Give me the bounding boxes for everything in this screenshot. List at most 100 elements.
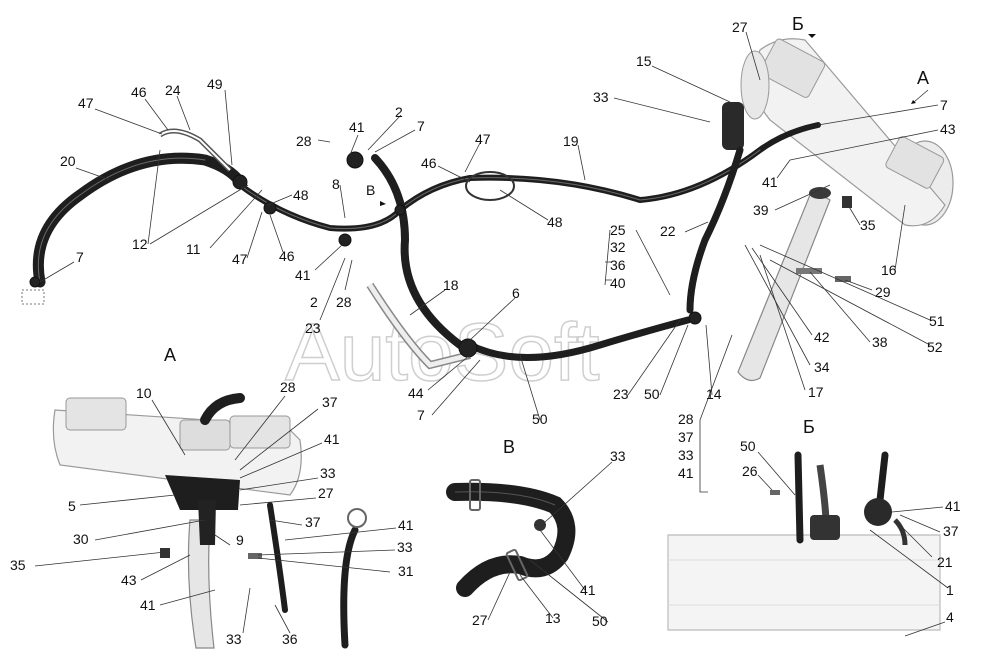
callout-34: 34: [814, 359, 830, 375]
callout-52: 52: [927, 339, 943, 355]
callout-38: 38: [872, 334, 888, 350]
callout-49: 49: [207, 76, 223, 92]
view-label-v-inset: В: [503, 437, 515, 457]
callout-41c: 41: [678, 465, 694, 481]
inset-a-callout-41c: 41: [140, 597, 156, 613]
callout-28b: 28: [336, 294, 352, 310]
inset-a-callout-33a: 33: [320, 465, 336, 481]
callout-28a: 28: [296, 133, 312, 149]
callout-37a: 37: [678, 429, 694, 445]
inset-a-callout-28: 28: [280, 379, 296, 395]
fitting-14: [688, 311, 702, 325]
callout-11: 11: [186, 241, 201, 257]
callout-29: 29: [875, 284, 891, 300]
inset-a-callout-30: 30: [73, 531, 89, 547]
callout-48b: 48: [547, 214, 563, 230]
callout-7c: 7: [417, 407, 425, 423]
inset-v-callout-41: 41: [580, 582, 596, 598]
inset-b-callout-21: 21: [937, 554, 953, 570]
callout-27a: 27: [732, 19, 748, 35]
inset-a-callout-36: 36: [282, 631, 298, 647]
inset-b-callout-37: 37: [943, 523, 959, 539]
view-label-b-main: Б: [792, 14, 804, 34]
callout-40: 40: [610, 275, 626, 291]
callout-17: 17: [808, 384, 824, 400]
callout-48a: 48: [293, 187, 309, 203]
callout-50b: 50: [644, 386, 660, 402]
callout-18: 18: [443, 277, 459, 293]
inset-b-callout-1: 1: [946, 582, 954, 598]
callout-8: 8: [332, 176, 340, 192]
callout-41a: 41: [295, 267, 311, 283]
callout-41b: 41: [349, 119, 365, 135]
callout-47b: 47: [232, 251, 248, 267]
inset-a-callout-41b: 41: [398, 517, 414, 533]
callout-44: 44: [408, 385, 424, 401]
inset-v-callout-13: 13: [545, 610, 561, 626]
inset-v-callout-50: 50: [592, 613, 608, 629]
hose-50: [466, 316, 692, 361]
inset-b-callout-50: 50: [740, 438, 756, 454]
callout-16: 16: [881, 262, 897, 278]
exhaust-pipe: [737, 187, 831, 382]
fitting-44: [458, 338, 478, 358]
view-label-b-inset: Б: [803, 417, 815, 437]
callout-42: 42: [814, 329, 830, 345]
watermark-text: AutoSoft: [285, 307, 600, 398]
callout-43a: 43: [940, 121, 956, 137]
callout-7b: 7: [417, 118, 425, 134]
inset-b: Б 50 26 41 37 21 1 4: [667, 417, 961, 637]
heater-unit: [740, 38, 954, 227]
inset-a-callout-10: 10: [136, 385, 152, 401]
callout-46b: 46: [279, 248, 295, 264]
callout-6: 6: [512, 285, 520, 301]
callout-47a: 47: [78, 95, 94, 111]
main-callouts: 47 46 24 49 20 7 12 11 48 47 46 41 28 41…: [60, 19, 956, 481]
inset-a-callout-5: 5: [68, 498, 76, 514]
callout-7a: 7: [76, 249, 84, 265]
fitting-11: [263, 201, 277, 215]
bolt-29: [835, 276, 851, 282]
inset-a-callout-43: 43: [121, 572, 137, 588]
inset-a-callout-27: 27: [318, 485, 334, 501]
callout-50a: 50: [532, 411, 548, 427]
callout-20: 20: [60, 153, 76, 169]
callout-24: 24: [165, 82, 181, 98]
callout-41d: 41: [762, 174, 778, 190]
callout-14: 14: [706, 386, 722, 402]
view-label-a-inset: А: [164, 345, 176, 365]
callout-12: 12: [132, 236, 148, 252]
pump-body: [722, 102, 744, 150]
clip-48: [465, 171, 515, 201]
hose-20: [32, 152, 246, 288]
fitting-41: [338, 233, 352, 247]
inset-a-callout-9: 9: [236, 532, 244, 548]
callout-46c: 46: [421, 155, 437, 171]
callout-46a: 46: [131, 84, 147, 100]
inset-a-callout-37b: 37: [305, 514, 321, 530]
callout-19: 19: [563, 133, 579, 149]
inset-b-callout-4: 4: [946, 609, 954, 625]
inset-a: А 10 28 37 41 33 27 5 30 9 37 41 33 35 4…: [10, 345, 414, 649]
fitting-7: [29, 276, 41, 288]
callout-39: 39: [753, 202, 769, 218]
inset-a-callout-41a: 41: [324, 431, 340, 447]
view-label-v-main: В: [366, 182, 375, 198]
fitting-49: [232, 174, 248, 190]
callout-47c: 47: [475, 131, 491, 147]
callout-2a: 2: [395, 104, 403, 120]
fitting-2: [346, 151, 364, 169]
hose-22: [686, 146, 744, 314]
inset-a-callout-31: 31: [398, 563, 414, 579]
inset-a-callout-33c: 33: [226, 631, 242, 647]
callout-51: 51: [929, 313, 945, 329]
callout-23b: 23: [613, 386, 629, 402]
inset-a-callout-35: 35: [10, 557, 26, 573]
callout-7d: 7: [940, 97, 948, 113]
callout-28c: 28: [678, 411, 694, 427]
inset-a-callout-33b: 33: [397, 539, 413, 555]
callout-2b: 2: [310, 294, 318, 310]
main-assembly: [21, 38, 954, 382]
inset-b-callout-41: 41: [945, 498, 961, 514]
